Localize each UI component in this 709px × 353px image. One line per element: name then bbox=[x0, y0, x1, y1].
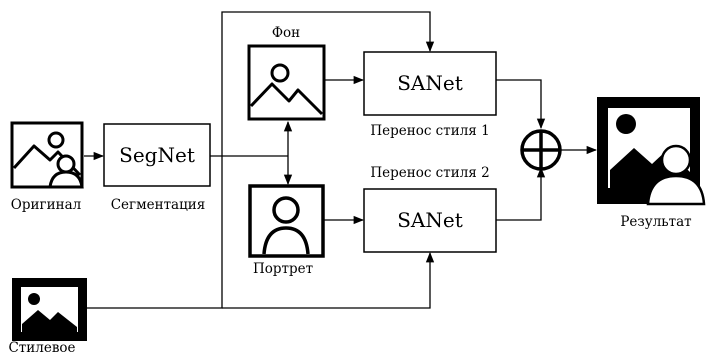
label-segmentation: Сегментация bbox=[111, 197, 206, 213]
landscape-with-person-icon bbox=[10, 121, 84, 189]
sanet-block-2: SANet bbox=[363, 188, 497, 253]
label-result: Результат bbox=[620, 214, 691, 230]
circled-plus-icon bbox=[520, 129, 562, 171]
label-transfer-1: Перенос стиля 1 bbox=[370, 123, 489, 139]
person-icon bbox=[248, 184, 325, 258]
connectors bbox=[84, 11, 598, 309]
arrow-sanet2-to-plus bbox=[496, 166, 546, 221]
segnet-block: SegNet bbox=[103, 123, 211, 187]
label-style: Стилевое bbox=[8, 340, 75, 353]
sanet-1-label: SANet bbox=[397, 71, 463, 95]
label-background: Фон bbox=[272, 25, 300, 41]
arrow-sanet1-to-plus bbox=[496, 79, 546, 130]
sanet-block-1: SANet bbox=[363, 51, 497, 116]
label-transfer-2: Перенос стиля 2 bbox=[370, 165, 489, 181]
arrow-style-to-sanet1 bbox=[87, 11, 435, 309]
sanet-2-label: SANet bbox=[397, 208, 463, 232]
landscape-icon bbox=[247, 44, 326, 121]
segnet-label: SegNet bbox=[119, 143, 195, 167]
landscape-with-person-icon-filled bbox=[597, 97, 706, 206]
label-portrait: Портрет bbox=[253, 261, 313, 277]
arrow-style-to-sanet2 bbox=[222, 251, 435, 309]
landscape-icon-filled bbox=[12, 278, 87, 341]
label-original: Оригинал bbox=[11, 197, 82, 213]
